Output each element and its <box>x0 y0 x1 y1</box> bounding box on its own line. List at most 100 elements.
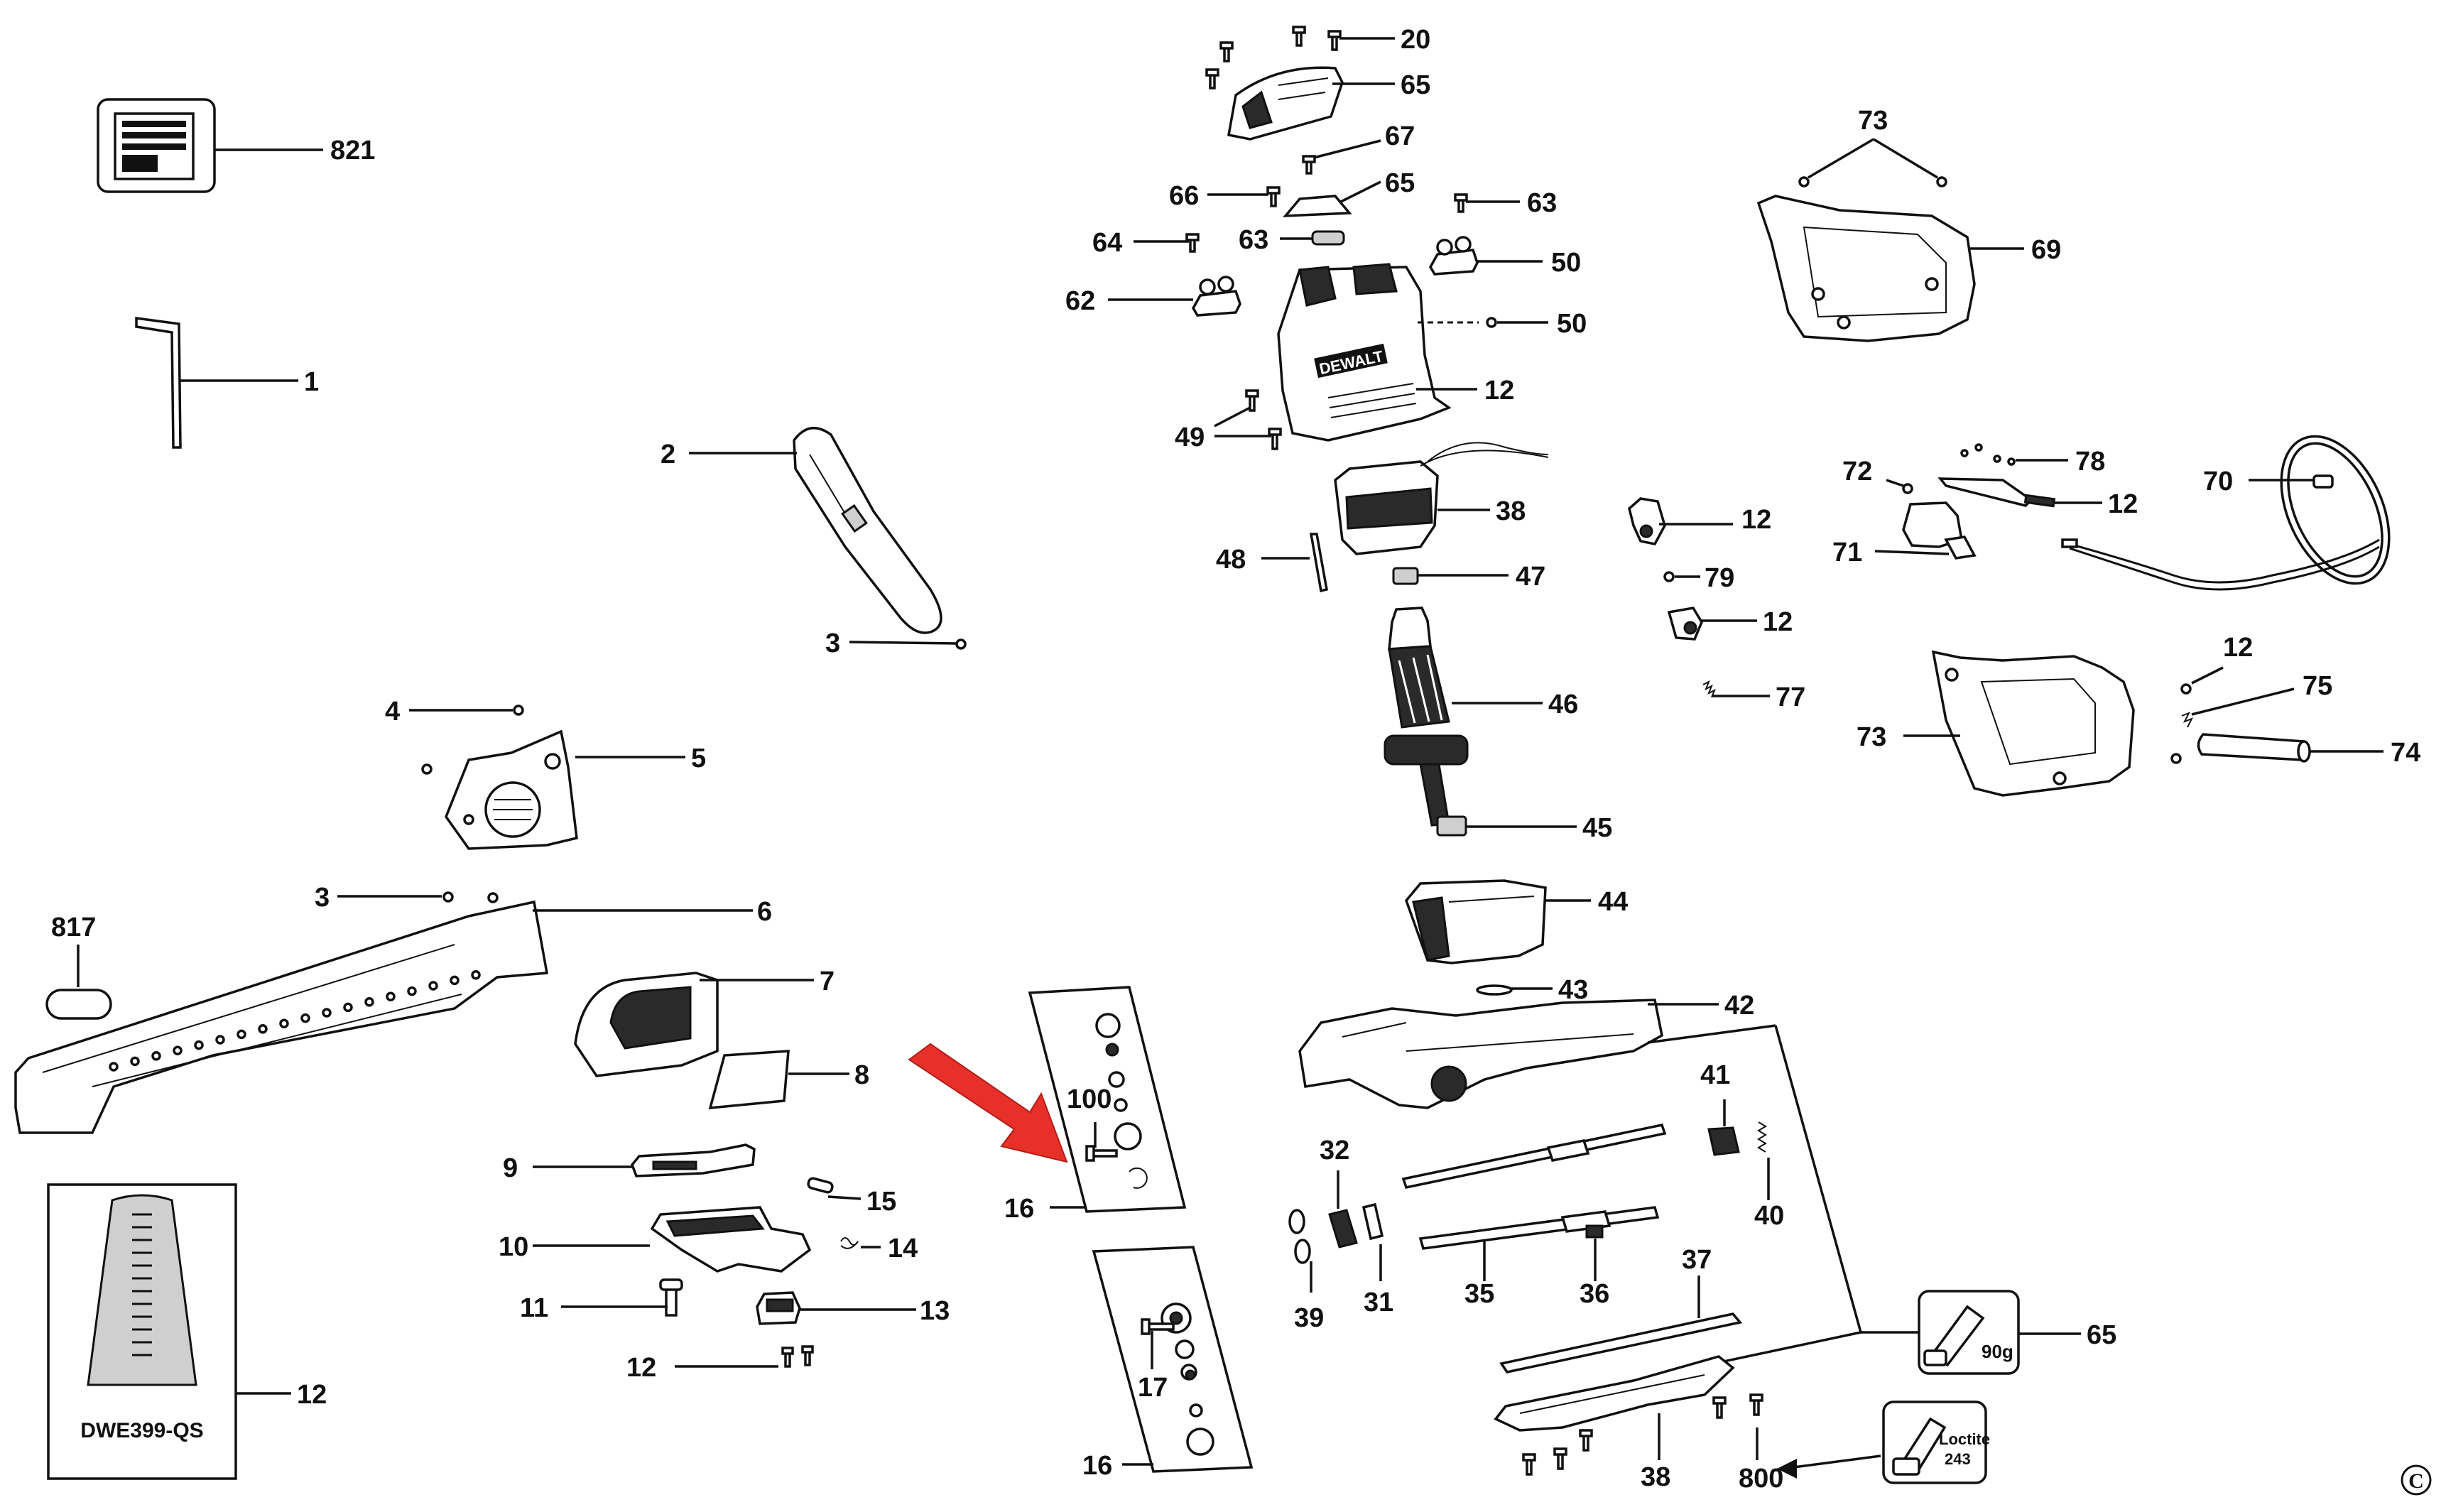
rail-hole <box>428 981 438 991</box>
callout-821: 821 <box>330 136 375 165</box>
part-75-spring <box>2181 712 2194 728</box>
callout-48: 38 <box>1496 496 1526 526</box>
part-77-trigger <box>1937 477 2056 508</box>
callout-20: 16 <box>1082 1451 1112 1481</box>
part-13-knob <box>756 1291 801 1325</box>
part-15-pin <box>807 1177 834 1194</box>
callout-62: 63 <box>1239 225 1268 255</box>
callout-33: 31 <box>1364 1288 1393 1317</box>
rail-hole <box>322 1008 332 1018</box>
callout-14: 14 <box>888 1234 918 1263</box>
part-20-panel <box>1092 1246 1254 1473</box>
callout-12a: 12 <box>626 1353 656 1383</box>
part-33-pad <box>1361 1202 1384 1241</box>
callout-12b: 50 <box>1557 309 1587 339</box>
callout-7: 7 <box>820 967 835 996</box>
part-2-handle <box>793 426 942 634</box>
part-50-brush-holder-left <box>1191 276 1241 317</box>
callout-800: 65 <box>2087 1320 2116 1350</box>
part-37-lower-housing <box>1494 1355 1735 1432</box>
callout-100: 12 <box>297 1380 327 1410</box>
callout-17: 16 <box>1004 1194 1034 1224</box>
rail-hole <box>237 1029 246 1040</box>
part-1-hex-key <box>135 317 182 449</box>
callout-72: 71 <box>1832 538 1862 567</box>
callout-5: 5 <box>691 744 706 773</box>
part-50-brush-holder-right <box>1428 236 1479 276</box>
rail-hole <box>343 1002 353 1013</box>
callout-1: 1 <box>304 367 319 397</box>
rail-hole <box>300 1013 310 1023</box>
rail-hole <box>173 1045 183 1055</box>
part-79-screws <box>1960 443 2016 466</box>
callout-46: 47 <box>1516 562 1545 592</box>
part-36-plate <box>1499 1312 1743 1374</box>
rail-hole <box>194 1040 204 1050</box>
part-73-side-cover-lower <box>1931 650 2135 797</box>
callout-40: 41 <box>1700 1060 1730 1090</box>
card-scale-ticks <box>132 1213 152 1356</box>
part-11-bolt <box>659 1278 683 1317</box>
rail-hole <box>130 1056 140 1067</box>
svg-text:243: 243 <box>1945 1450 1971 1468</box>
callout-38a: 49 <box>1175 423 1205 452</box>
callout-65c: 73 <box>1858 106 1888 136</box>
part-6-guide-rail <box>14 900 549 1134</box>
part-821-label-plate <box>97 98 216 193</box>
callout-75: 75 <box>2303 671 2332 701</box>
callout-16a: 100 <box>1067 1084 1111 1114</box>
callout-32: 32 <box>1320 1136 1349 1165</box>
rail-hole <box>258 1024 268 1034</box>
callout-64: 65 <box>1385 168 1415 198</box>
part-800-grease: 90g <box>1918 1290 2020 1375</box>
callout-35: 36 <box>1580 1279 1609 1309</box>
part-42-seal <box>1476 984 1513 996</box>
svg-text:Loctite: Loctite <box>1939 1430 1990 1448</box>
copyright-mark: C <box>2408 1469 2424 1493</box>
callout-71: 77 <box>1776 682 1805 712</box>
part-5-guard <box>421 729 578 850</box>
callout-73b: 73 <box>1857 722 1886 752</box>
part-48-stator <box>1334 442 1549 555</box>
rail-hole <box>471 970 481 980</box>
model-number-label: DWE399-QS <box>80 1419 203 1442</box>
callout-34: 35 <box>1464 1279 1494 1309</box>
callout-12c: 79 <box>1705 563 1734 593</box>
part-100-manual-card <box>47 1183 237 1480</box>
part-71-spring <box>1702 680 1716 698</box>
rail-hole <box>151 1051 161 1061</box>
callout-49: 12 <box>1484 376 1514 406</box>
rail-holes <box>109 970 481 1072</box>
part-8-plate <box>708 1050 790 1109</box>
part-44-bearing <box>1436 815 1467 837</box>
callout-73a: 69 <box>2031 235 2061 265</box>
part-74-grip <box>2197 733 2311 763</box>
part-70-cam <box>1667 607 1703 641</box>
callout-41: 42 <box>1724 991 1754 1021</box>
part-38-screws <box>1522 1393 1763 1476</box>
callout-45: 46 <box>1548 690 1578 719</box>
rail-hole <box>364 997 374 1007</box>
callout-69: 12 <box>1741 505 1771 535</box>
callout-42: 43 <box>1558 975 1588 1005</box>
callout-9: 9 <box>503 1153 518 1183</box>
callout-13: 13 <box>920 1296 950 1326</box>
callout-63a: 64 <box>1092 228 1122 258</box>
part-32-block <box>1328 1209 1358 1249</box>
callout-38b: 800 <box>1739 1464 1783 1494</box>
rail-hole <box>215 1035 225 1045</box>
callout-65a: 20 <box>1401 25 1430 55</box>
callout-78: 70 <box>2203 467 2233 496</box>
part-14-spring <box>840 1237 859 1249</box>
part-12-screws <box>781 1345 814 1368</box>
callout-10: 10 <box>499 1232 528 1262</box>
part-34-shaft <box>1418 1206 1660 1250</box>
part-817-label <box>45 989 112 1020</box>
callout-31: 39 <box>1294 1303 1324 1333</box>
callout-2: 2 <box>661 440 675 469</box>
rail-hole <box>109 1062 119 1072</box>
callout-12d: 72 <box>1842 457 1872 486</box>
part-46-bearing <box>1392 567 1419 585</box>
part-40-block <box>1707 1126 1740 1156</box>
